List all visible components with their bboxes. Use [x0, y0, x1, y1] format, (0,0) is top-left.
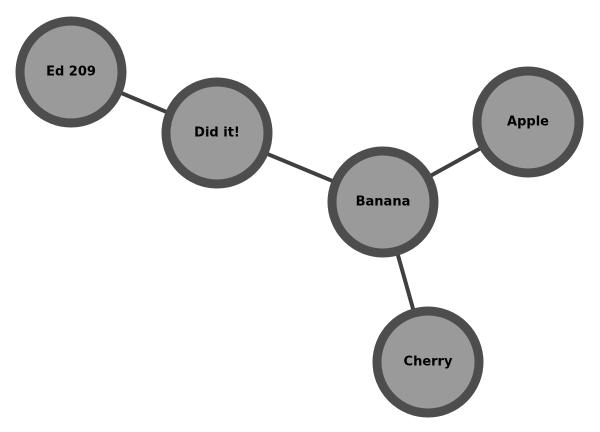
node-circle[interactable]: [15, 16, 127, 128]
node-ed209[interactable]: Ed 209: [15, 16, 127, 128]
node-label: Cherry: [404, 355, 453, 370]
node-banana[interactable]: Banana: [327, 146, 439, 258]
node-circle[interactable]: [327, 146, 439, 258]
node-didit[interactable]: Did it!: [161, 77, 273, 189]
node-circle[interactable]: [161, 77, 273, 189]
node-label: Apple: [507, 115, 549, 130]
node-apple[interactable]: Apple: [472, 66, 584, 178]
node-circle[interactable]: [372, 306, 484, 418]
node-label: Banana: [356, 195, 411, 210]
node-label: Did it!: [194, 126, 240, 141]
node-circle[interactable]: [472, 66, 584, 178]
node-label: Ed 209: [46, 65, 96, 80]
node-cherry[interactable]: Cherry: [372, 306, 484, 418]
